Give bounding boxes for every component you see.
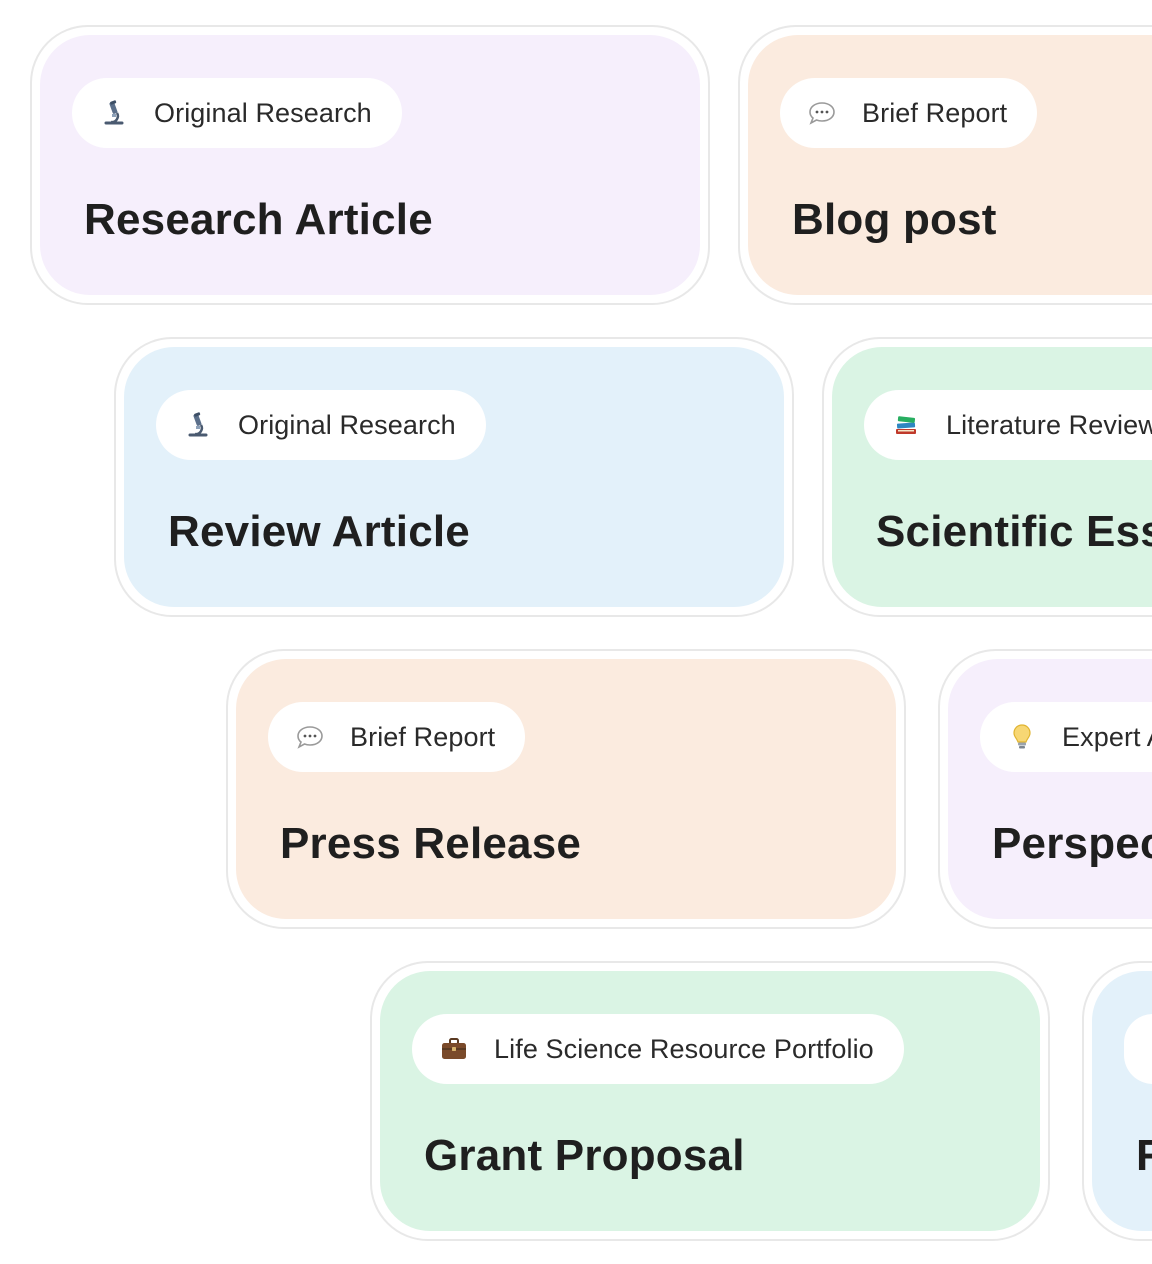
card-body: Brief Report Blog post <box>748 35 1152 295</box>
card-body: Brief Report Press Release <box>236 659 896 919</box>
card-tag: Brief Report <box>780 78 1038 148</box>
card-body: Expert Analysis Perspective <box>948 659 1152 919</box>
card-tag-label: Brief Report <box>862 97 1008 128</box>
card-title: Scientific Essay <box>876 507 1152 556</box>
card-research-article[interactable]: Original Research Research Article <box>30 25 710 305</box>
speech-bubble-icon <box>808 99 836 127</box>
card-perspective[interactable]: Expert Analysis Perspective <box>938 649 1152 929</box>
card-body: R <box>1092 971 1152 1231</box>
speech-bubble-icon <box>296 723 324 751</box>
card-title: R <box>1136 1131 1152 1181</box>
card-tag-label: Original Research <box>238 409 456 440</box>
microscope-icon <box>184 411 212 439</box>
card-tag-label: Original Research <box>154 97 372 128</box>
card-scientific-essay[interactable]: Literature Review Scientific Essay <box>822 337 1152 617</box>
card-title: Perspective <box>992 819 1152 868</box>
card-blog-post[interactable]: Brief Report Blog post <box>738 25 1152 305</box>
briefcase-icon <box>440 1035 468 1063</box>
card-body: Literature Review Scientific Essay <box>832 347 1152 607</box>
card-tag: Life Science Resource Portfolio <box>412 1014 904 1084</box>
card-tag: Brief Report <box>268 702 526 772</box>
card-title: Review Article <box>168 507 470 556</box>
lightbulb-icon <box>1008 723 1036 751</box>
card-tag-label: Expert Analysis <box>1062 721 1152 752</box>
card-body: Original Research Research Article <box>40 35 700 295</box>
microscope-icon <box>100 99 128 127</box>
card-grant-proposal[interactable]: Life Science Resource Portfolio Grant Pr… <box>370 961 1050 1241</box>
card-partial[interactable]: R <box>1082 961 1152 1241</box>
card-body: Original Research Review Article <box>124 347 784 607</box>
books-icon <box>892 411 920 439</box>
card-title: Press Release <box>280 819 582 868</box>
card-title: Blog post <box>792 195 997 244</box>
card-title: Grant Proposal <box>424 1131 745 1180</box>
card-tag-label: Literature Review <box>946 409 1152 440</box>
card-tag: Literature Review <box>864 390 1152 460</box>
card-tag-label: Brief Report <box>350 721 496 752</box>
card-tag: Expert Analysis <box>980 702 1152 772</box>
card-tag: Original Research <box>72 78 402 148</box>
card-tag <box>1124 1014 1152 1084</box>
card-body: Life Science Resource Portfolio Grant Pr… <box>380 971 1040 1231</box>
card-press-release[interactable]: Brief Report Press Release <box>226 649 906 929</box>
card-tag: Original Research <box>156 390 486 460</box>
card-review-article[interactable]: Original Research Review Article <box>114 337 794 617</box>
card-title: Research Article <box>84 195 433 244</box>
card-tag-label: Life Science Resource Portfolio <box>494 1033 874 1064</box>
